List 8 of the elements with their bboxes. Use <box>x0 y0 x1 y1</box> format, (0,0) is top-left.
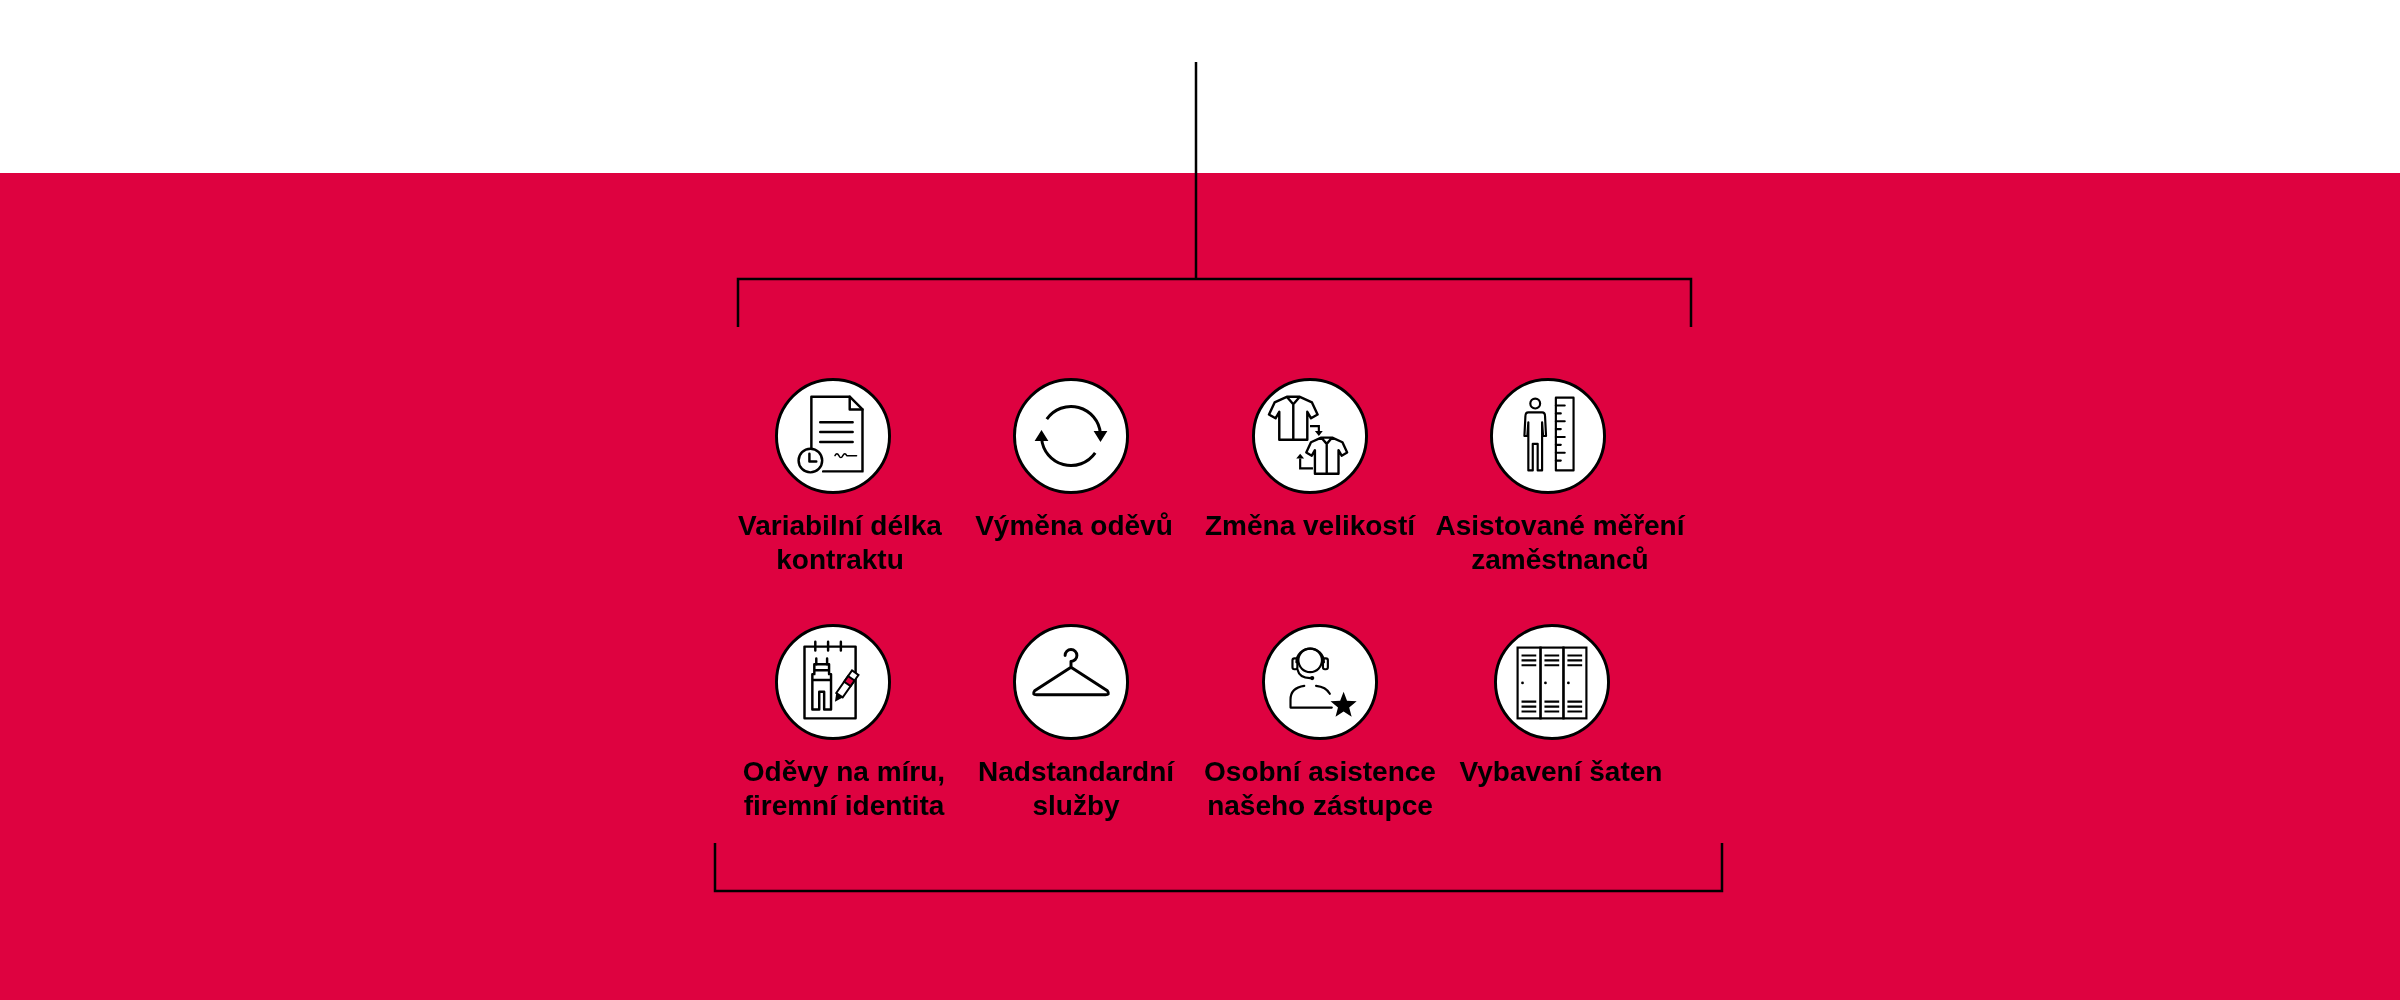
service-label: Oděvy na míru, firemní identita <box>741 755 947 823</box>
service-label: Nadstandardní služby <box>977 755 1176 823</box>
service-label: Osobní asistence našeho zástupce <box>1203 755 1437 823</box>
service-label: Variabilní délka kontraktu <box>737 509 943 577</box>
service-label: Asistované měření zaměstnanců <box>1434 509 1687 577</box>
service-label: Změna velikostí <box>1204 509 1416 543</box>
service-label: Výměna oděvů <box>975 509 1173 543</box>
service-label: Vybavení šaten <box>1459 755 1663 789</box>
